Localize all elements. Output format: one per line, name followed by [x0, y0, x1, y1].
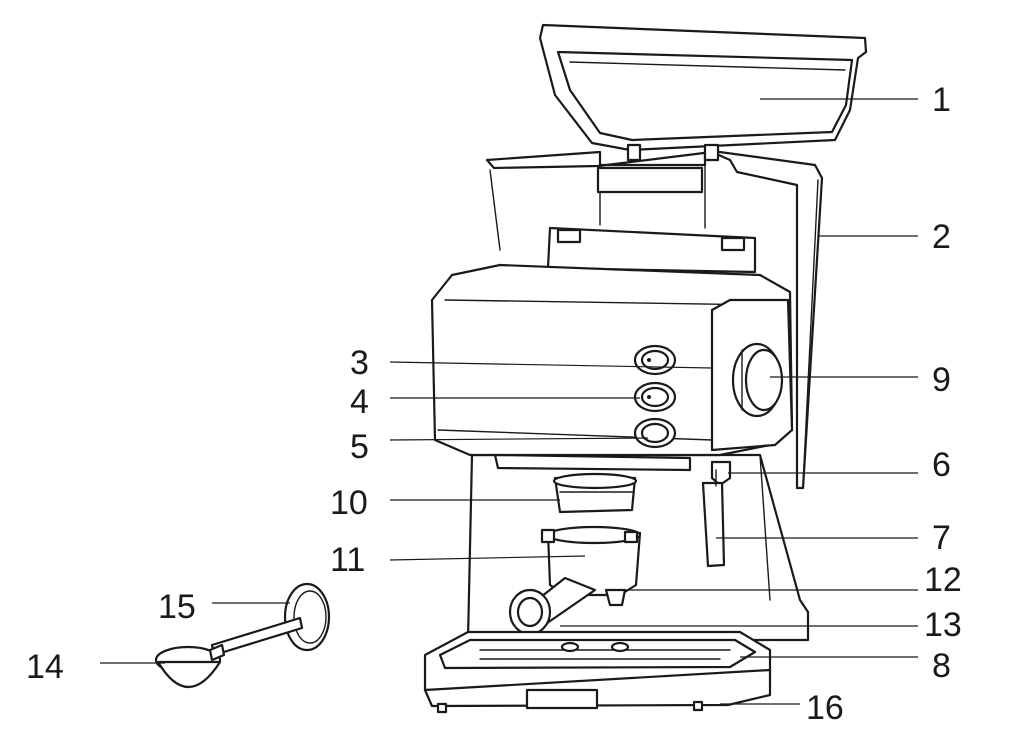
callout-9: 9	[932, 361, 951, 399]
callout-15: 15	[158, 588, 196, 626]
control-buttons	[633, 344, 677, 449]
machine-base	[423, 668, 772, 714]
callout-8: 8	[932, 647, 951, 685]
water-tank-lid	[538, 23, 868, 162]
callout-5: 5	[350, 428, 369, 466]
callout-10: 10	[330, 484, 368, 522]
callout-12: 12	[924, 561, 962, 599]
callout-4: 4	[350, 383, 369, 421]
callout-11: 11	[330, 541, 365, 579]
steam-knob	[731, 342, 784, 418]
callout-13: 13	[924, 606, 962, 644]
callout-6: 6	[932, 446, 951, 484]
water-tank	[485, 148, 824, 490]
leader-lines	[100, 98, 918, 705]
callout-2: 2	[932, 218, 951, 256]
callout-7: 7	[932, 519, 951, 557]
portafilter	[508, 525, 642, 636]
callout-labels: 1 2 3 4 5 6 7 8 9 10 11 12 13 14 15 16	[26, 81, 962, 727]
tamper	[210, 582, 331, 657]
callout-14: 14	[26, 648, 64, 686]
callout-1: 1	[932, 81, 951, 119]
callout-3: 3	[350, 344, 369, 382]
filter-basket	[552, 472, 638, 514]
steam-wand	[701, 460, 732, 568]
callout-16: 16	[806, 689, 844, 727]
measuring-spoon	[154, 643, 226, 689]
